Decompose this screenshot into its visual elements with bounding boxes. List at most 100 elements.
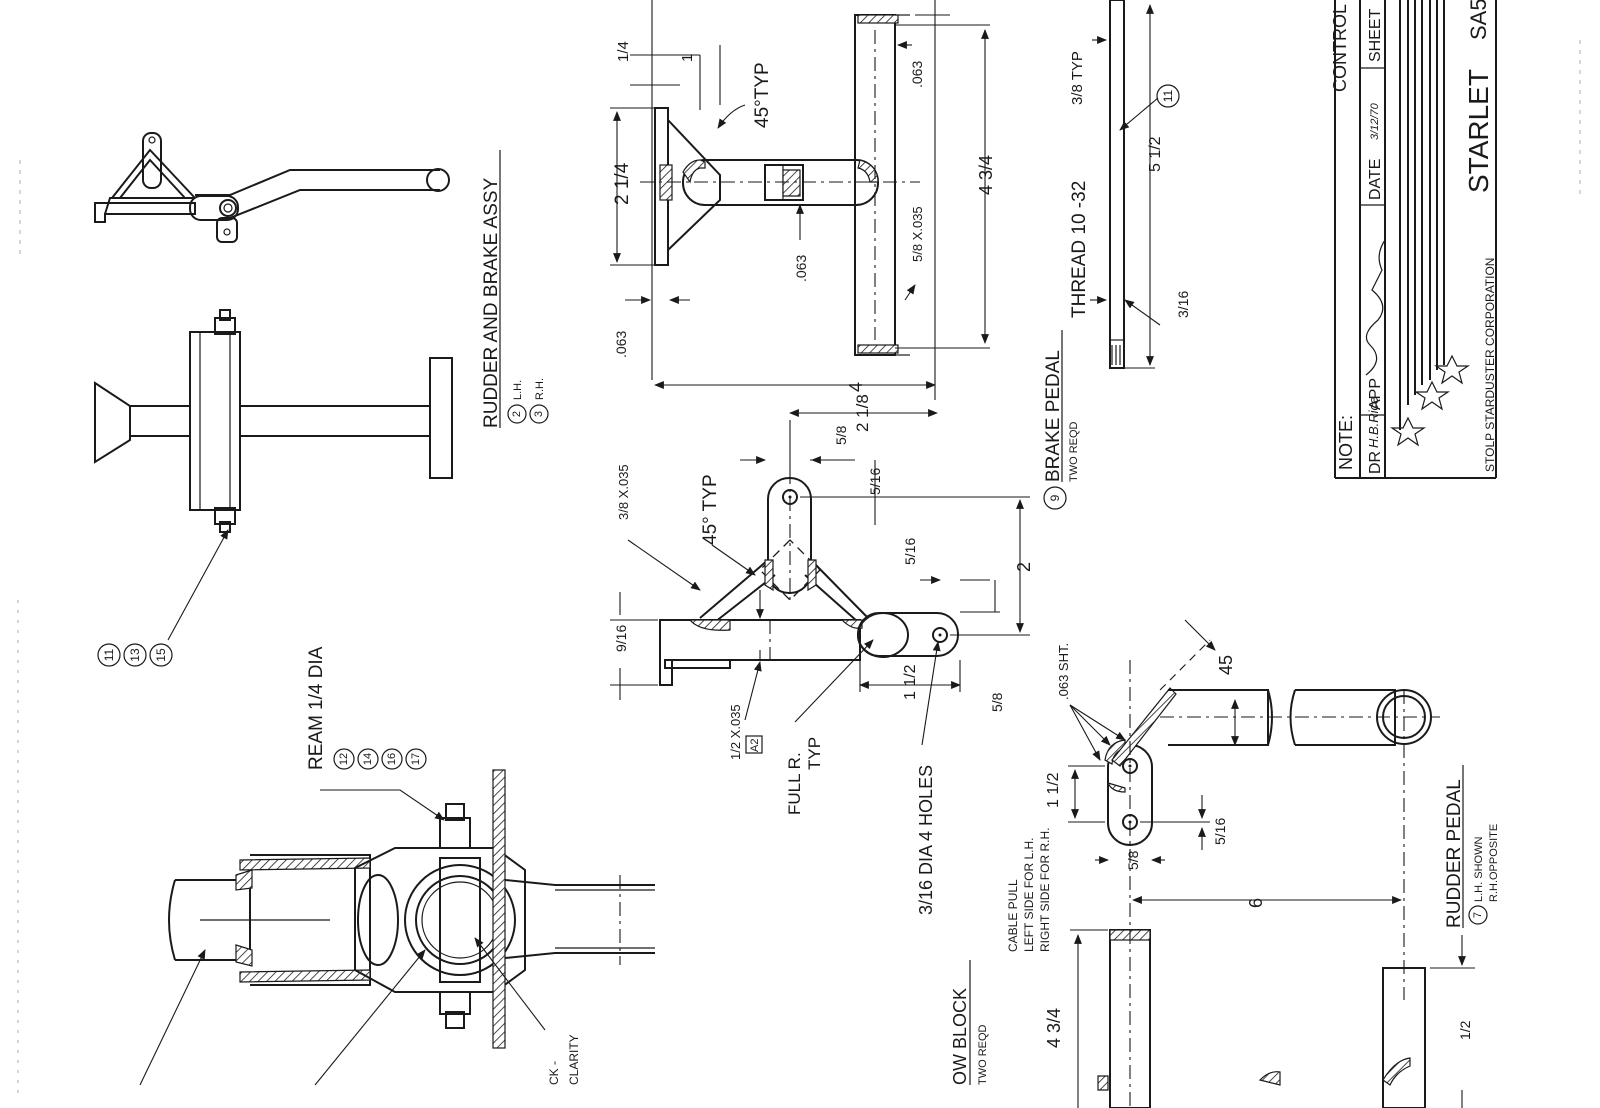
- assy-callout-bubbles: 11 13 15: [97, 643, 173, 667]
- callout-bubble-13: 13: [128, 648, 142, 662]
- brake-pedal-part-dims: [610, 0, 990, 400]
- scan-edge-marks: [17, 40, 1581, 1100]
- dim-6: 6: [1246, 898, 1266, 908]
- dim-3-16: 3/16: [1175, 291, 1191, 318]
- dim-45-typ-mid: 45° TYP: [700, 474, 721, 545]
- cutaway-note-line1: CK -: [547, 1061, 561, 1085]
- title-block-model: STARLET: [1463, 69, 1494, 193]
- rod-callout-11: 11: [1161, 89, 1175, 102]
- dim-5-8-035: 5/8 X.035: [910, 206, 925, 262]
- side-ref-lh: L.H.: [512, 380, 524, 400]
- dim-45: 45: [1216, 655, 1236, 675]
- brake-pedal-rod: [1090, 0, 1161, 369]
- cable-pull-line3: RIGHT SIDE FOR R.H.: [1038, 828, 1052, 952]
- dim-5-16-c: 5/16: [1212, 818, 1228, 845]
- pillow-block-title-group: OW BLOCK TWO REQD: [950, 960, 989, 1085]
- dim-2-1-4: 2 1/4: [612, 162, 633, 205]
- brake-pedal-part-dim-text: 1/4 1 45°TYP 2 1/4 .063 .063 .063 5/8 X.…: [612, 41, 996, 392]
- title-block-sheet: SHEET: [1367, 8, 1384, 62]
- dim-typ: TYP: [805, 737, 824, 770]
- dim-2: 2: [1014, 562, 1034, 572]
- rudder-pedal-ref-7: 7: [1472, 912, 1484, 918]
- approver-signature: [1365, 239, 1386, 376]
- title-block-dr: DR: [1367, 451, 1384, 474]
- thread-spec: THREAD 10 -32: [1069, 181, 1090, 318]
- pillow-block-qty: TWO REQD: [977, 1024, 989, 1085]
- rudder-pedal-view: [1097, 660, 1440, 1108]
- dim-3-8-035: 3/8 X.035: [616, 464, 631, 520]
- title-block-company: STOLP STARDUSTER CORPORATION: [1483, 258, 1497, 472]
- ream-ref-12: 12: [338, 753, 350, 765]
- brake-pedal-title: BRAKE PEDAL: [1043, 350, 1064, 482]
- title-block-text: CONTROL NOTE: DR H.B.Rice APP DATE 3/12/…: [1330, 0, 1497, 474]
- pillow-block-title: OW BLOCK: [950, 988, 970, 1085]
- ream-callout: REAM 1/4 DIA 12 14 16 17: [306, 646, 427, 770]
- brake-pedal-part-view: [640, 14, 920, 356]
- callout-bubble-11: 11: [102, 648, 116, 661]
- dim-9-16: 9/16: [613, 625, 629, 652]
- dim-45-typ-top: 45°TYP: [752, 62, 773, 128]
- pillow-block-section: [139, 769, 655, 1086]
- dim-1-4: 1/4: [615, 41, 632, 62]
- ream-ref-14: 14: [362, 753, 374, 765]
- side-ref-rh: R.H.: [534, 378, 546, 400]
- assy-title-group: RUDDER AND BRAKE ASSY 2 L.H. 3 R.H.: [481, 150, 549, 428]
- dim-a2: A2: [749, 739, 761, 752]
- title-block-drawing-no: SA5: [1466, 0, 1491, 40]
- brake-pedal-title-group: 9 BRAKE PEDAL TWO REQD: [1043, 330, 1080, 510]
- dim-1-1-2-b: 1 1/2: [1045, 772, 1062, 808]
- ream-ref-16: 16: [386, 753, 398, 765]
- dim-4-3-4: 4 3/4: [976, 155, 996, 195]
- title-block-note: NOTE:: [1336, 415, 1356, 470]
- ream-ref-17: 17: [410, 753, 422, 765]
- title-block-app: APP: [1367, 378, 1384, 410]
- callout-bubble-15: 15: [154, 648, 168, 662]
- dim-full-r: FULL R.: [785, 752, 804, 815]
- dim-4-3-4-b: 4 3/4: [1044, 1008, 1064, 1048]
- rudder-pedal-dims: [1068, 619, 1475, 1108]
- brake-pedal-bracket-dims: [610, 409, 1030, 746]
- dim-3-16-holes: 3/16 DIA 4 HOLES: [916, 765, 936, 915]
- rudder-pedal-shown: L.H. SHOWN: [1473, 837, 1485, 902]
- cable-pull-line1: CABLE PULL: [1006, 879, 1020, 952]
- assy-front-view: [94, 309, 453, 641]
- cable-pull-line2: LEFT SIDE FOR L.H.: [1022, 838, 1036, 952]
- dim-5-8-b: 5/8: [989, 692, 1005, 712]
- brake-pedal-qty: TWO REQD: [1068, 421, 1080, 482]
- dim-4: 4: [846, 382, 866, 392]
- title-block-date-value: 3/12/70: [1369, 102, 1381, 140]
- dim-1-2: 1/2: [1457, 1020, 1473, 1040]
- dim-2-1-8: 2 1/8: [853, 394, 872, 432]
- rudder-sheet-note: .063 SHT.: [1056, 643, 1071, 700]
- dim-thread-typ: 3/8 TYP: [1069, 51, 1086, 105]
- rudder-pedal-dim-text: 45 .063 SHT. 1 1/2 5/16 5/8 6 4 3/4 1/2 …: [1006, 643, 1473, 1048]
- dim-5-16-a: 5/16: [867, 468, 883, 495]
- title-block-date: DATE: [1367, 159, 1384, 200]
- cutaway-note-line2: CLARITY: [567, 1034, 581, 1085]
- dim-1-1-2-a: 1 1/2: [902, 664, 919, 700]
- title-block-control: CONTROL: [1330, 4, 1350, 92]
- dim-063-mid: .063: [793, 255, 809, 282]
- part-ref-2: 2: [511, 411, 523, 417]
- star-icon: [1434, 354, 1470, 385]
- ream-size: 1/4 DIA: [306, 646, 327, 710]
- brake-pedal-ref-9: 9: [1048, 494, 1062, 501]
- dim-5-16-b: 5/16: [902, 538, 918, 565]
- ream-label: REAM: [306, 715, 327, 770]
- title-block: [1334, 0, 1497, 479]
- dim-5-8-c: 5/8: [1125, 850, 1141, 870]
- dim-1: 1: [679, 54, 696, 62]
- rudder-pedal-opposite: R.H.OPPOSITE: [1488, 824, 1500, 902]
- dim-5-1-2: 5 1/2: [1147, 136, 1164, 172]
- assy-top-view: [94, 132, 450, 243]
- brake-pedal-bracket-dim-text: 2 1/8 5/8 5/16 3/8 X.035 45° TYP 5/16 2 …: [613, 394, 1034, 915]
- dim-5-8-a: 5/8: [833, 425, 849, 445]
- part-ref-3: 3: [533, 411, 545, 417]
- rudder-pedal-title-group: RUDDER PEDAL 7 L.H. SHOWN R.H.OPPOSITE: [1444, 765, 1500, 928]
- star-icon: [1390, 416, 1426, 447]
- dim-063-top: .063: [909, 61, 925, 88]
- dim-1-2-035: 1/2 X.035: [728, 704, 743, 760]
- brake-pedal-bracket-view: [659, 470, 959, 686]
- assy-title: RUDDER AND BRAKE ASSY: [481, 177, 502, 428]
